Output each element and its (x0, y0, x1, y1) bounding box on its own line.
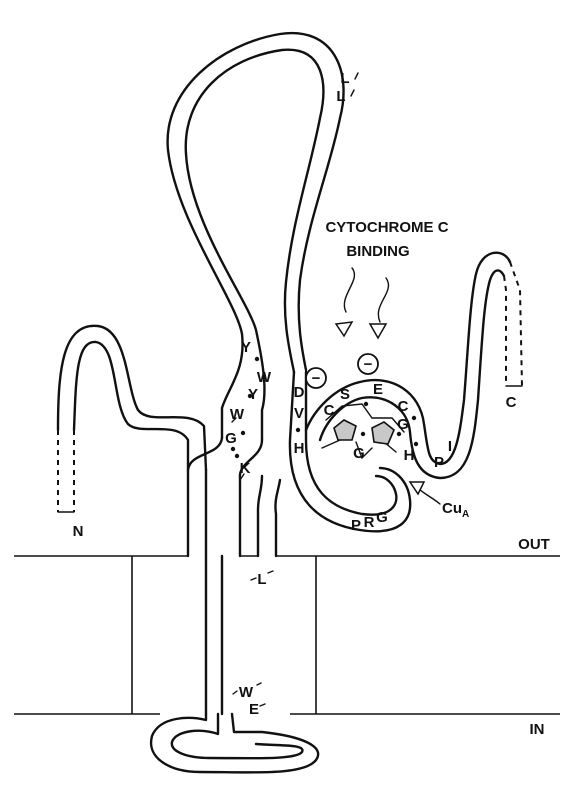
residue-L3: L (257, 571, 266, 588)
cytochrome-c-label-line1: CYTOCHROME C (325, 219, 448, 236)
residue-D1: D (294, 384, 305, 401)
residue-S1: S (340, 386, 350, 403)
intracellular-loop (151, 714, 318, 772)
cua-base: Cu (442, 500, 462, 517)
cua-label: CuA (442, 500, 469, 520)
residue-P1: P (434, 454, 444, 471)
residue-H2: H (404, 447, 415, 464)
residue-R1: R (364, 514, 375, 531)
residue-W1: W (257, 369, 272, 386)
residue-G1: G (225, 430, 237, 447)
residue-Y2: Y (248, 386, 258, 403)
transmembrane-helix-2 (258, 476, 280, 556)
residue-L2: L (336, 88, 345, 105)
residue-W3: W (239, 684, 254, 701)
cytochrome-c-label-line2: BINDING (346, 243, 409, 260)
c-terminus-label: C (506, 394, 517, 411)
negative-charge-1: − (312, 370, 321, 387)
residue-Y1: Y (241, 339, 251, 356)
residue-E1: E (249, 701, 259, 718)
heme-right (372, 422, 394, 444)
arrow-head-right (370, 324, 386, 338)
residue-L1: L (340, 70, 349, 87)
n-terminal-domain (58, 326, 206, 512)
residue-P2: P (351, 517, 361, 534)
n-terminus-label: N (73, 523, 84, 540)
negative-charge-2: − (364, 356, 373, 373)
residue-K1: K (240, 460, 251, 477)
out-label: OUT (518, 536, 550, 553)
c-terminal-domain (290, 253, 522, 532)
residue-H1: H (294, 440, 305, 457)
heme-left (334, 420, 356, 440)
residue-labels: L L Y W Y W G K L W E D V H C S E C G H … (225, 70, 452, 718)
residue-C2: C (398, 398, 409, 415)
residue-E2: E (373, 381, 383, 398)
residue-G3: G (353, 445, 365, 462)
membrane (14, 556, 560, 714)
residue-G4: G (376, 509, 388, 526)
in-label: IN (530, 721, 545, 738)
negative-charges: − − (306, 354, 378, 388)
transmembrane-helix-1 (188, 438, 262, 714)
arrow-head-left (336, 322, 352, 336)
residue-C1: C (324, 402, 335, 419)
residue-G2: G (397, 416, 409, 433)
heme-groups (334, 420, 394, 444)
residue-I1: I (448, 438, 452, 455)
residue-W2: W (230, 406, 245, 423)
residue-V1: V (294, 405, 304, 422)
cua-subscript: A (462, 509, 469, 520)
